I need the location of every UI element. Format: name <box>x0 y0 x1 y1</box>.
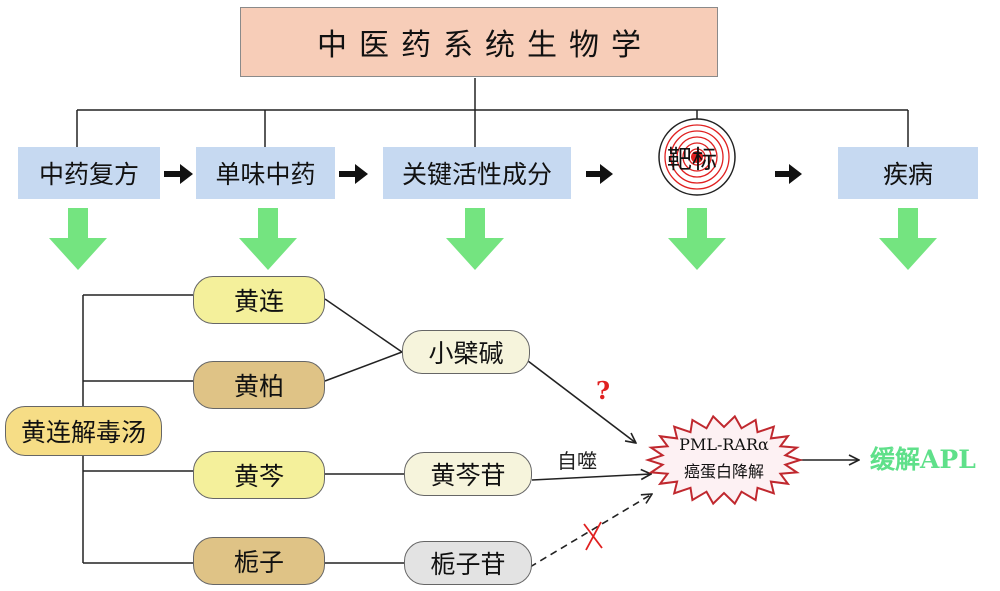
flow-arrow-2 <box>339 164 368 184</box>
autophagy-label: 自噬 <box>557 449 597 473</box>
unknown-mechanism-label: ? <box>596 376 611 405</box>
mechanism-arrows <box>527 360 859 568</box>
target-protein-label: PML-RARα <box>679 435 769 454</box>
flow-arrows <box>164 164 802 184</box>
page-title: 中医药系统生物学 <box>240 7 718 77</box>
target-icon <box>658 118 736 196</box>
result-label: 缓解APL <box>870 445 976 474</box>
step-disease: 疾病 <box>838 147 978 199</box>
flow-arrow-1 <box>164 164 193 184</box>
top-tree <box>76 78 909 147</box>
down-arrow-2 <box>239 208 297 270</box>
herb-huanglian: 黄连 <box>193 276 325 324</box>
geniposide-dashed-arrow <box>529 494 652 568</box>
herb-zhizi: 栀子 <box>193 537 325 585</box>
flow-arrow-4 <box>775 164 802 184</box>
berberine-arrow <box>527 360 636 443</box>
blocked-cross-icon <box>583 521 603 551</box>
formula-huanglian-jiedu-tang: 黄连解毒汤 <box>5 406 162 456</box>
herb-huangbai: 黄柏 <box>193 361 325 409</box>
target-burst-shape <box>644 414 804 506</box>
flow-arrow-3 <box>586 164 613 184</box>
step-active-component: 关键活性成分 <box>383 147 571 199</box>
down-arrow-5 <box>879 208 937 270</box>
oncoprotein-degradation-label: 癌蛋白降解 <box>683 462 764 481</box>
step-target-label: 靶标 <box>667 145 718 174</box>
down-arrow-1 <box>49 208 107 270</box>
step-herbal-formula: 中药复方 <box>18 147 160 199</box>
compound-berberine: 小檗碱 <box>402 330 530 374</box>
autophagy-arrow <box>531 474 651 481</box>
step-single-herb: 单味中药 <box>196 147 335 199</box>
compound-baicalin: 黄芩苷 <box>404 452 532 496</box>
green-down-arrows <box>49 208 937 270</box>
compound-geniposide: 栀子苷 <box>404 541 532 585</box>
down-arrow-4 <box>668 208 726 270</box>
down-arrow-3 <box>446 208 504 270</box>
herb-huangqin: 黄芩 <box>193 451 325 499</box>
